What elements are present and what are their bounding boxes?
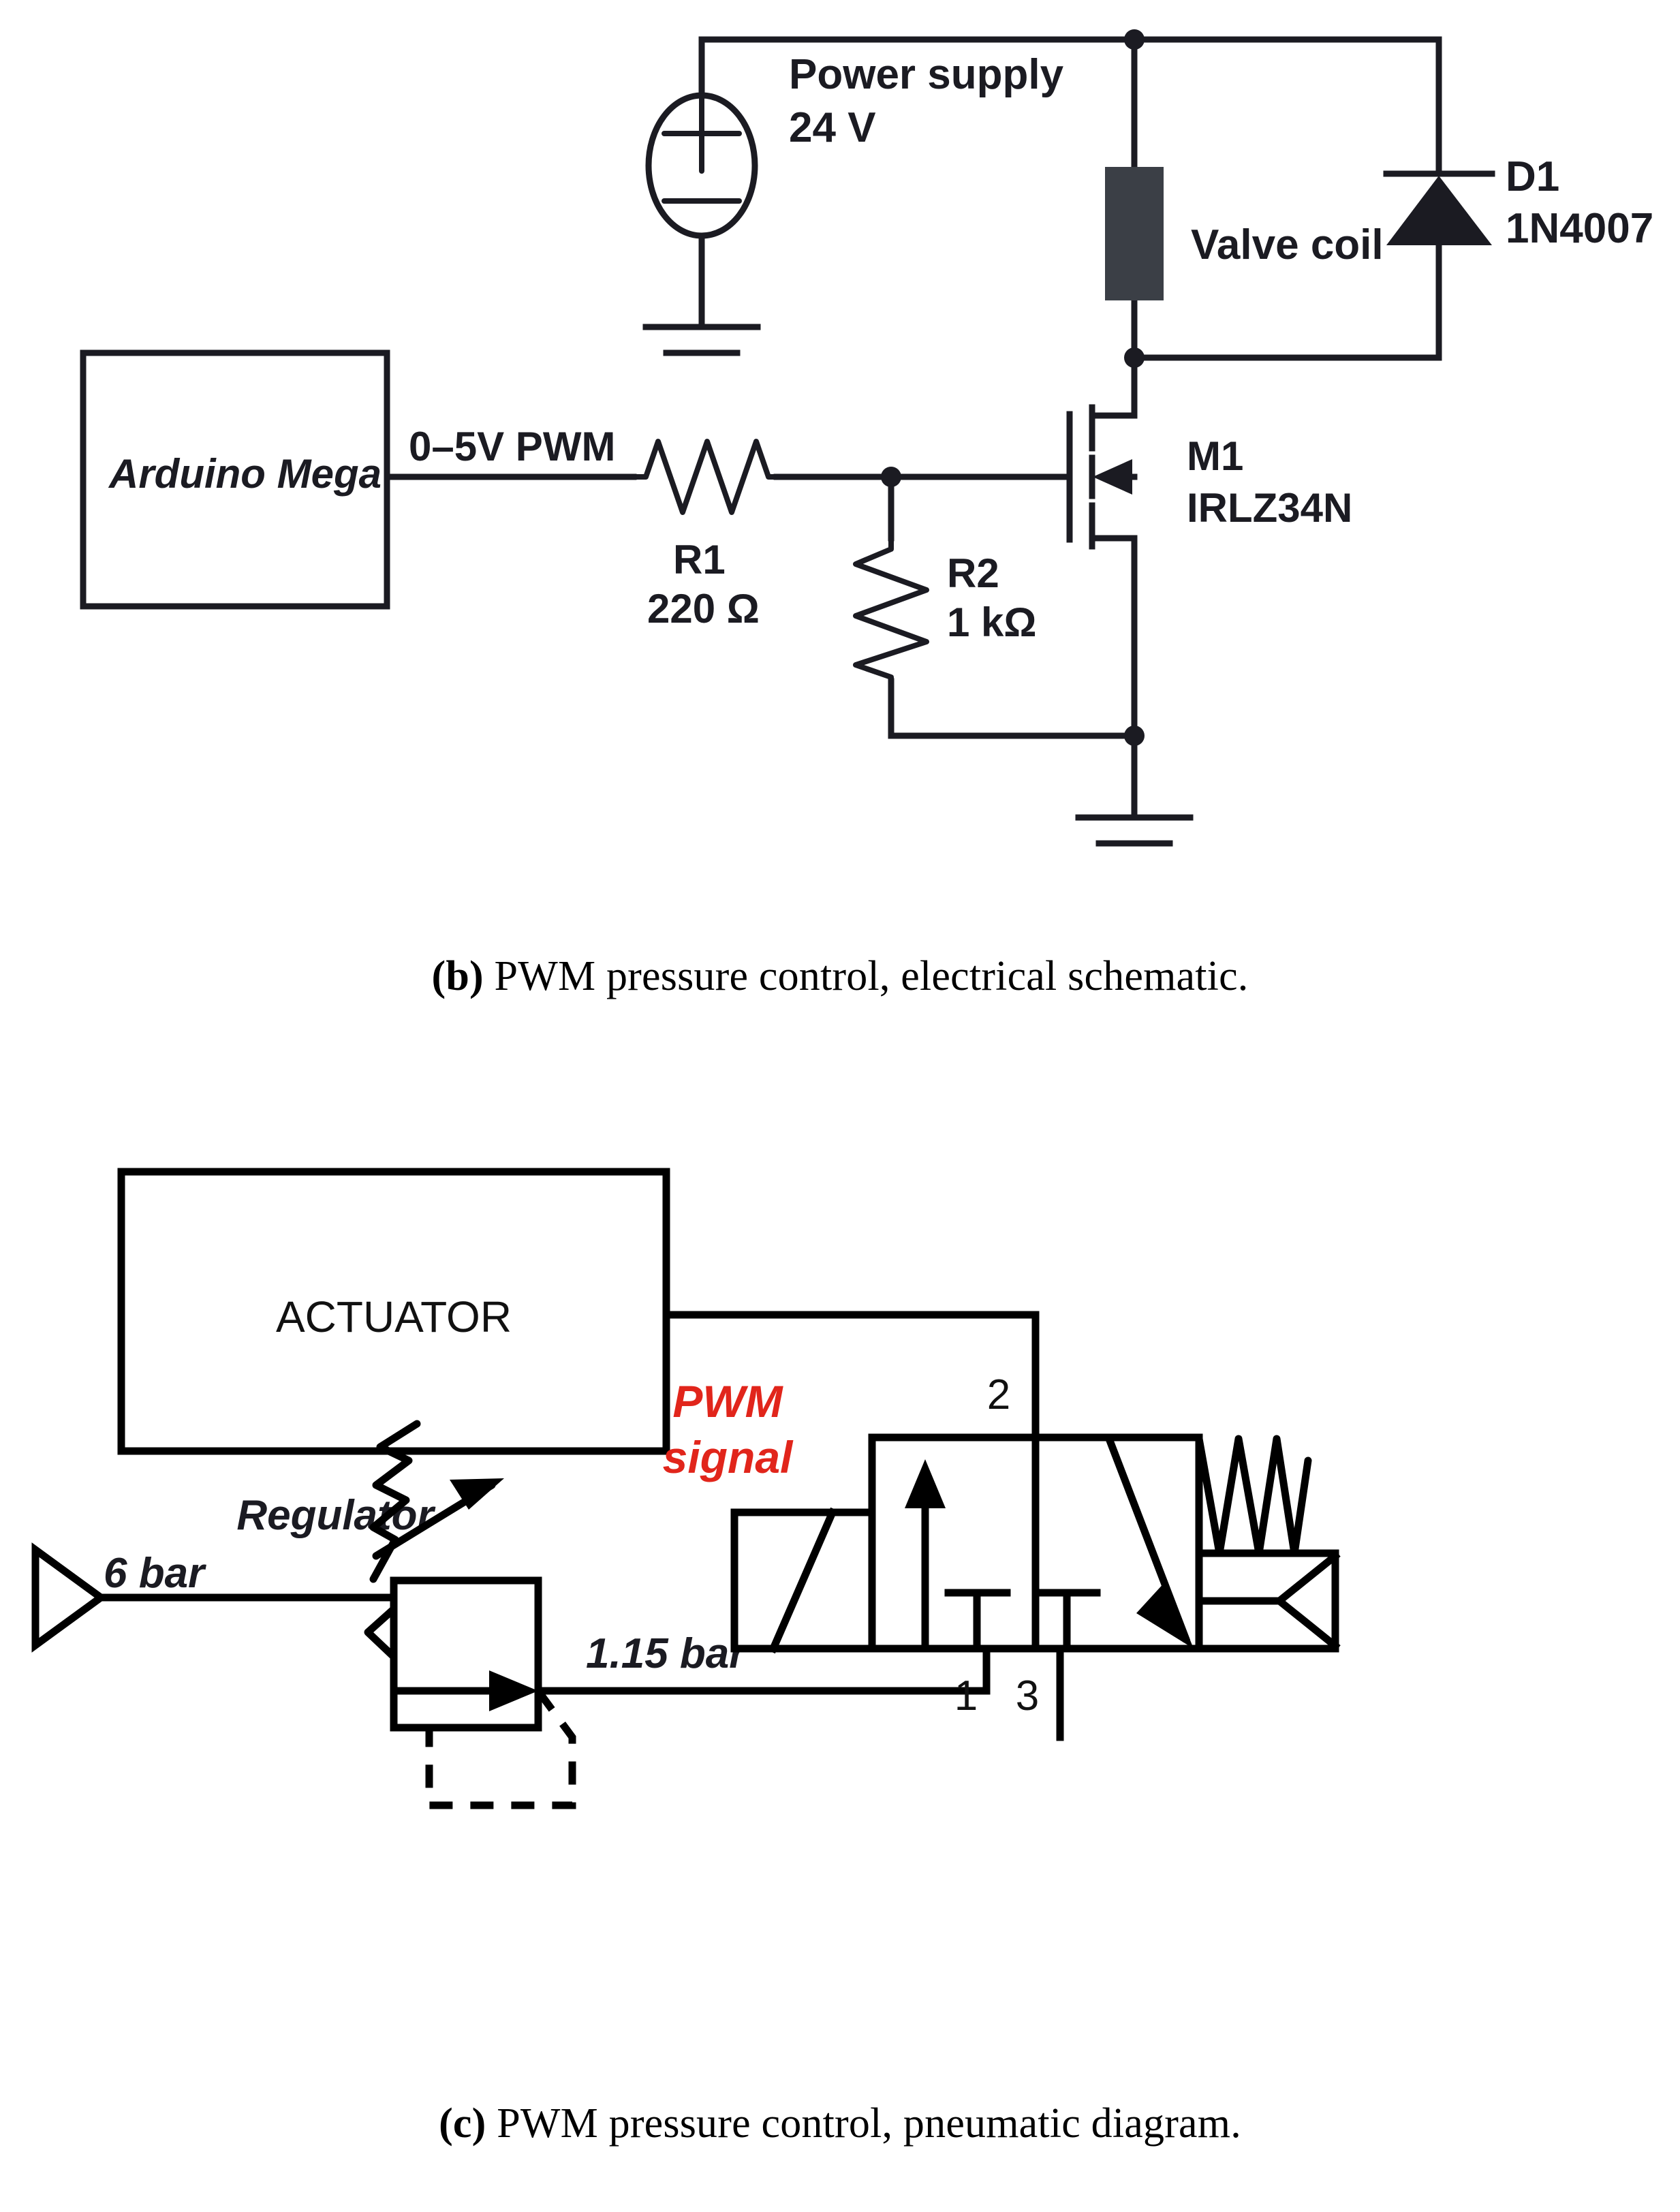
pneumatic-diagram-panel: ACTUATOR 6 bar Regulator <box>0 1104 1680 2091</box>
diode-bottom-lead <box>1131 242 1442 361</box>
caption-c-text: PWM pressure control, pneumatic diagram. <box>486 2100 1241 2147</box>
pwm-signal-label: 0–5V PWM <box>409 424 615 469</box>
regulator-outlet-label: 1.15 bar <box>586 1630 747 1677</box>
power-supply-label-line2: 24 V <box>789 104 876 151</box>
junction-dot-drain <box>1124 347 1145 368</box>
pneumatic-diagram-svg: ACTUATOR 6 bar Regulator <box>31 1168 1341 1809</box>
regulator-flow-arrow <box>390 1670 538 1711</box>
supply-ground-icon <box>642 324 761 356</box>
power-supply-label-line1: Power supply <box>789 51 1064 98</box>
valve-blocked-port-a <box>944 1589 1011 1653</box>
caption-b: (b) PWM pressure control, electrical sch… <box>0 952 1680 1001</box>
caption-b-label: (b) <box>431 953 484 999</box>
pwm-signal-line1: PWM <box>672 1376 783 1427</box>
regulator-adjust-arrowhead <box>450 1478 504 1510</box>
junction-dot-source <box>1124 726 1145 746</box>
supply-pressure-label: 6 bar <box>104 1550 206 1597</box>
caption-c: (c) PWM pressure control, pneumatic diag… <box>0 2100 1680 2148</box>
power-supply-symbol <box>645 92 758 239</box>
r2-ref-label: R2 <box>947 550 999 596</box>
junction-dot-gate <box>881 467 901 487</box>
valve-port-2-label: 2 <box>987 1371 1010 1418</box>
regulator-spring-symbol <box>369 1420 504 1583</box>
junction-dot-rail <box>1124 29 1145 50</box>
solenoid-diagonal <box>768 1507 838 1654</box>
valve-coil-label: Valve coil <box>1191 221 1384 268</box>
electrical-schematic-panel: Power supply 24 V Valve coil D1 1N4007 A… <box>0 0 1680 954</box>
pwm-signal-line2: signal <box>663 1432 794 1482</box>
diode-part-label: 1N4007 <box>1506 205 1653 252</box>
diode-anode-triangle <box>1386 176 1492 245</box>
valve-pilot-triangle <box>1273 1551 1341 1651</box>
actuator-block <box>117 1168 670 1455</box>
electrical-schematic-svg: Power supply 24 V Valve coil D1 1N4007 A… <box>80 29 1653 847</box>
arduino-label: Arduino Mega <box>108 451 382 497</box>
r1-value-label: 220 Ω <box>647 586 760 632</box>
regulator-pilot-line <box>425 1688 576 1809</box>
r2-value-label: 1 kΩ <box>947 599 1037 645</box>
mosfet-symbol <box>1066 404 1138 550</box>
valve-port-3-label: 3 <box>1016 1672 1039 1719</box>
r1-symbol <box>631 439 779 515</box>
valve-spring-return <box>1195 1435 1341 1653</box>
diode-ref-label: D1 <box>1506 153 1559 200</box>
circuit-ground-icon <box>1075 814 1194 847</box>
r2-symbol <box>853 535 929 684</box>
valve-port-1-label: 1 <box>954 1672 978 1719</box>
r1-ref-label: R1 <box>673 537 726 582</box>
caption-c-label: (c) <box>439 2100 486 2147</box>
valve-position-b <box>1031 1433 1203 1653</box>
directional-valve-symbol: 2 1 3 <box>730 1371 1341 1741</box>
valve-exhaust-arrowhead <box>1136 1580 1194 1649</box>
mosfet-body-arrow <box>1093 459 1132 495</box>
r2-bottom-lead <box>888 678 1138 739</box>
valve-coil-symbol <box>1105 167 1164 300</box>
valve-blocked-port-b <box>1034 1589 1101 1653</box>
plus-sign-icon <box>662 93 742 174</box>
diode-symbol <box>1383 170 1495 245</box>
valve-position-a <box>868 1433 1040 1653</box>
valve-flow-arrowhead <box>905 1459 946 1508</box>
regulator-chevron-icon <box>364 1605 398 1661</box>
supply-triangle-icon <box>31 1542 108 1653</box>
caption-b-text: PWM pressure control, electrical schemat… <box>483 953 1249 999</box>
actuator-label: ACTUATOR <box>276 1292 512 1341</box>
regulator-body <box>390 1576 542 1732</box>
mosfet-ref-label: M1 <box>1187 433 1243 479</box>
supply-source-symbol <box>31 1542 108 1653</box>
solenoid-actuator-box <box>730 1507 876 1654</box>
arduino-block <box>80 349 390 610</box>
mosfet-part-label: IRLZ34N <box>1187 485 1352 531</box>
